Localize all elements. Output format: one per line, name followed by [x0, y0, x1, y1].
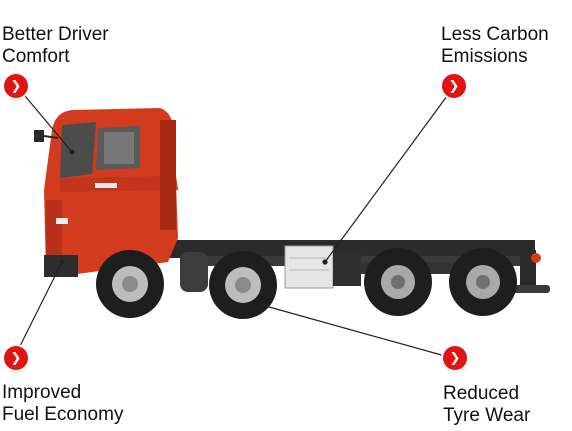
hotspot-tyre-button[interactable]: ❯ — [443, 346, 467, 370]
cab — [34, 108, 178, 277]
callout-fuel-line2: Fuel Economy — [2, 404, 124, 425]
chevron-right-icon: ❯ — [448, 78, 460, 93]
callout-tyre-label: Reduced Tyre Wear — [443, 383, 530, 427]
leader-line-carbon — [324, 91, 451, 263]
callout-fuel-line1: Improved — [2, 382, 82, 403]
chevron-right-icon: ❯ — [449, 350, 461, 365]
front-wheel-1 — [96, 250, 164, 318]
callout-comfort-line2: Comfort — [2, 46, 70, 67]
hotspot-fuel-button[interactable]: ❯ — [4, 346, 28, 370]
leader-lines — [16, 89, 451, 357]
callout-carbon-line2: Emissions — [441, 46, 528, 67]
hotspot-carbon-button[interactable]: ❯ — [442, 74, 466, 98]
callout-tyre-line2: Tyre Wear — [443, 405, 531, 426]
callout-comfort-line1: Better Driver — [2, 24, 109, 45]
rear-wheel-1 — [364, 248, 432, 316]
callout-comfort-label: Better Driver Comfort — [2, 24, 109, 68]
rear-wheel-2 — [449, 248, 517, 316]
leader-line-tyre — [261, 304, 446, 357]
callout-fuel-label: Improved Fuel Economy — [2, 382, 123, 426]
leader-line-comfort — [19, 89, 73, 153]
leader-line-fuel — [16, 261, 63, 353]
callout-carbon-line1: Less Carbon — [441, 24, 549, 45]
callout-tyre-line1: Reduced — [443, 383, 520, 404]
callout-carbon-label: Less Carbon Emissions — [441, 24, 549, 68]
chevron-right-icon: ❯ — [10, 350, 22, 365]
front-wheel-2 — [209, 251, 277, 319]
chevron-right-icon: ❯ — [10, 78, 22, 93]
hotspot-comfort-button[interactable]: ❯ — [4, 74, 28, 98]
